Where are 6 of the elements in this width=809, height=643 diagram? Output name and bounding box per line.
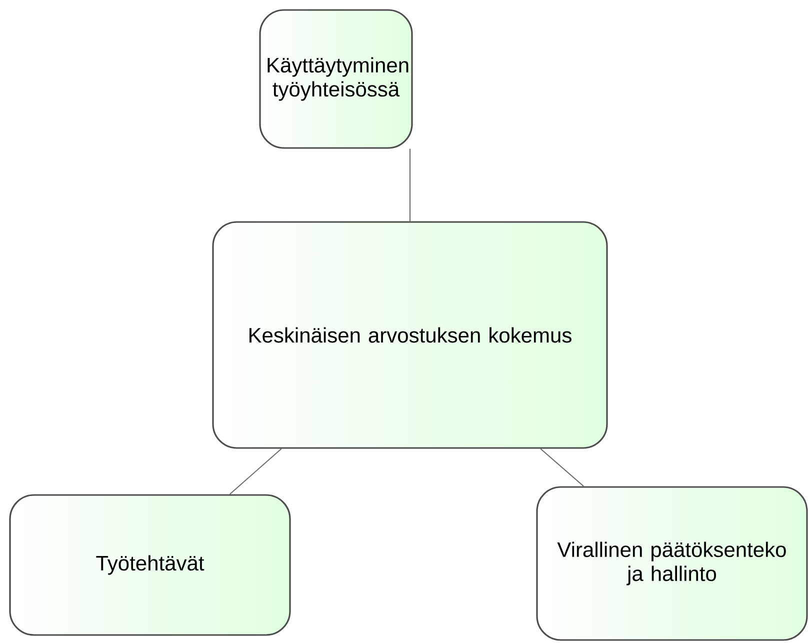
rounded-box: Työtehtävät	[9, 494, 291, 636]
rounded-box: Keskinäisen arvostuksen kokemus	[212, 221, 608, 449]
rounded-box: Virallinen päätöksenteko ja hallinto	[536, 486, 808, 641]
rounded-box: Käyttäytyminen työyhteisössä	[259, 9, 413, 149]
connector-line	[540, 448, 584, 487]
connector-line	[229, 448, 282, 495]
